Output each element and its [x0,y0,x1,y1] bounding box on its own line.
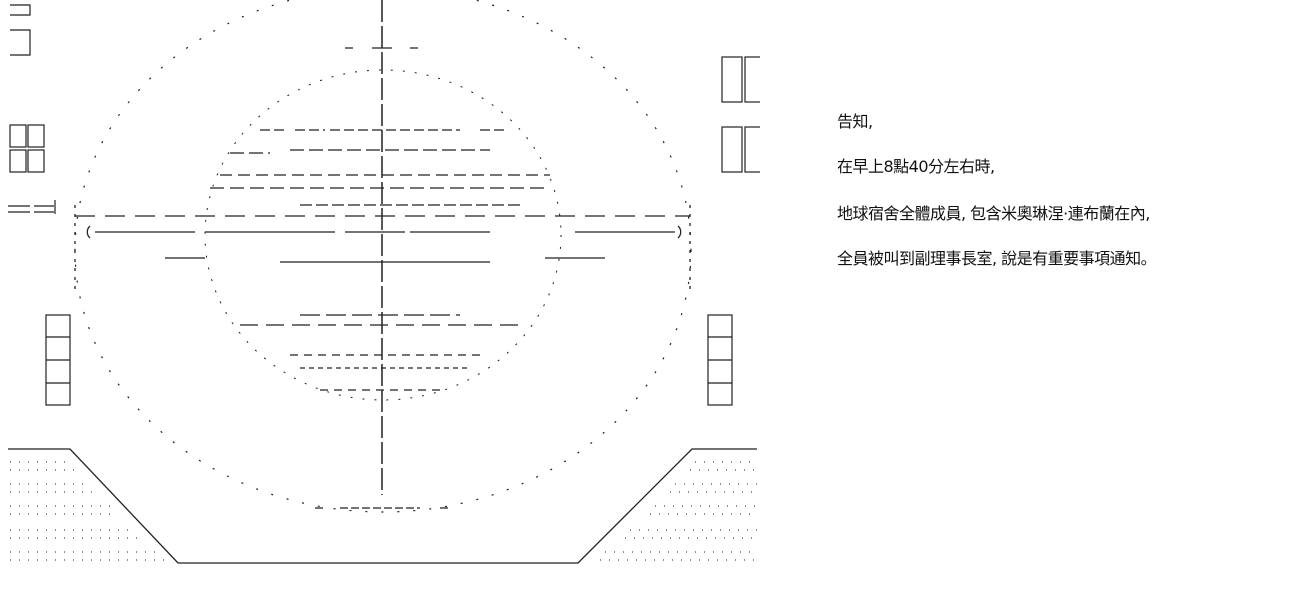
platform [8,448,757,564]
narration-line-4: 全員被叫到副理事長室, 說是有重要事項通知。 [837,249,1157,268]
left-panels [8,4,71,406]
ascii-art-space-station [8,0,760,564]
platform-dots [10,461,757,561]
ring-band [74,205,691,290]
narration-line-1: 告知, [837,112,873,131]
right-panels [707,56,760,406]
inner-sphere [204,69,562,401]
sphere-bands [210,129,550,391]
outer-dotted-ring [74,0,692,513]
narration-line-2: 在早上8點40分左右時, [837,157,995,176]
narration-line-3: 地球宿舍全體成員, 包含米奧琳涅·連布蘭在內, [837,204,1150,223]
